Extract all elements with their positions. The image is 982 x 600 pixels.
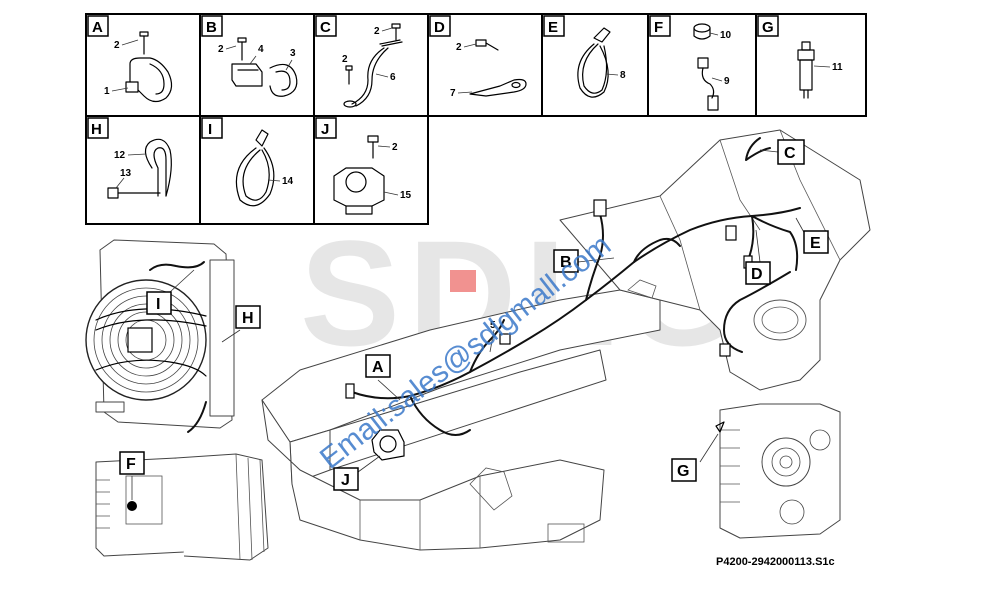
legend-cell-i: I 14 — [201, 117, 294, 207]
legend-cell-e: E 8 — [543, 15, 626, 98]
svg-text:B: B — [206, 19, 217, 36]
svg-text:G: G — [677, 463, 689, 480]
callout-h: H — [235, 305, 261, 329]
svg-text:J: J — [321, 121, 329, 138]
sensor-icon — [693, 23, 719, 111]
svg-text:12: 12 — [114, 150, 126, 161]
svg-text:13: 13 — [120, 168, 132, 179]
svg-text:A: A — [92, 19, 103, 36]
legend-cell-f: F 10 9 — [649, 15, 732, 111]
bolt-icon — [139, 31, 149, 55]
svg-text:2: 2 — [392, 142, 398, 153]
clamp-icon — [125, 57, 173, 103]
svg-text:1: 1 — [104, 86, 110, 97]
legend-grid: A 2 1 B — [85, 13, 867, 225]
svg-text:8: 8 — [620, 70, 626, 81]
svg-text:C: C — [784, 145, 796, 162]
svg-text:14: 14 — [282, 176, 294, 187]
temperature-sensor-icon — [797, 41, 815, 99]
svg-text:15: 15 — [400, 190, 412, 201]
svg-text:B: B — [560, 254, 572, 271]
drawing-id: P4200-2942000113.S1c — [716, 556, 835, 568]
svg-text:E: E — [810, 235, 821, 252]
legend-cell-b: B 2 4 3 — [201, 15, 298, 97]
callout-part-5: 5 — [490, 320, 496, 331]
legend-cell-g: G 11 — [757, 15, 843, 99]
callout-c: C — [777, 139, 805, 165]
legend-cell-j: J 2 15 — [315, 117, 412, 215]
svg-text:7: 7 — [450, 88, 456, 99]
svg-text:C: C — [320, 19, 331, 36]
svg-text:J: J — [341, 472, 350, 489]
svg-text:10: 10 — [720, 30, 732, 41]
svg-text:I: I — [156, 296, 160, 313]
svg-text:D: D — [751, 266, 763, 283]
rubber-mount-icon — [333, 167, 385, 215]
svg-text:H: H — [242, 310, 254, 327]
callout-e: E — [803, 230, 829, 254]
callout-f: F — [119, 451, 145, 475]
svg-text:G: G — [762, 19, 774, 36]
clamp-icon — [107, 138, 172, 199]
svg-text:F: F — [126, 456, 136, 473]
rubber-mount-icon — [371, 429, 405, 461]
wiring-harness — [345, 137, 801, 461]
svg-text:4: 4 — [258, 44, 264, 55]
legend-cell-h: H 12 13 — [87, 117, 172, 199]
callout-j: J — [333, 467, 359, 491]
legend-cell-d: D 2 7 — [429, 15, 527, 99]
svg-text:E: E — [548, 19, 558, 36]
svg-text:2: 2 — [218, 44, 224, 55]
svg-text:2: 2 — [456, 42, 462, 53]
cable-tie-icon — [577, 27, 611, 98]
gearbox-assembly — [715, 403, 841, 539]
callout-g: G — [671, 458, 697, 482]
radiator-fan-assembly — [85, 239, 235, 433]
svg-text:5: 5 — [490, 320, 496, 331]
svg-text:D: D — [434, 19, 445, 36]
clamp-icon — [269, 63, 298, 97]
callout-b: B — [553, 249, 579, 273]
bracket-icon — [469, 39, 527, 97]
cable-tie-icon — [235, 129, 275, 207]
svg-text:H: H — [91, 121, 102, 138]
callout-i: I — [146, 291, 172, 315]
ground-strap-icon — [343, 23, 403, 108]
svg-text:2: 2 — [114, 40, 120, 51]
bolt-icon — [367, 135, 379, 159]
svg-text:I: I — [208, 121, 212, 138]
legend-cell-c: C 2 2 6 — [315, 15, 403, 108]
svg-text:F: F — [654, 19, 663, 36]
svg-text:6: 6 — [390, 72, 396, 83]
bolt-icon — [237, 37, 247, 61]
svg-text:A: A — [372, 359, 384, 376]
transmission-assembly — [95, 453, 269, 561]
callout-leaders — [131, 149, 807, 500]
bracket-icon — [231, 63, 263, 87]
legend-cell-a: A 2 1 — [87, 15, 173, 103]
callout-a: A — [365, 354, 391, 378]
svg-text:3: 3 — [290, 48, 296, 59]
svg-text:9: 9 — [724, 76, 730, 87]
callout-d: D — [745, 261, 771, 285]
svg-text:2: 2 — [374, 26, 380, 37]
svg-text:2: 2 — [342, 54, 348, 65]
svg-text:11: 11 — [832, 62, 843, 73]
